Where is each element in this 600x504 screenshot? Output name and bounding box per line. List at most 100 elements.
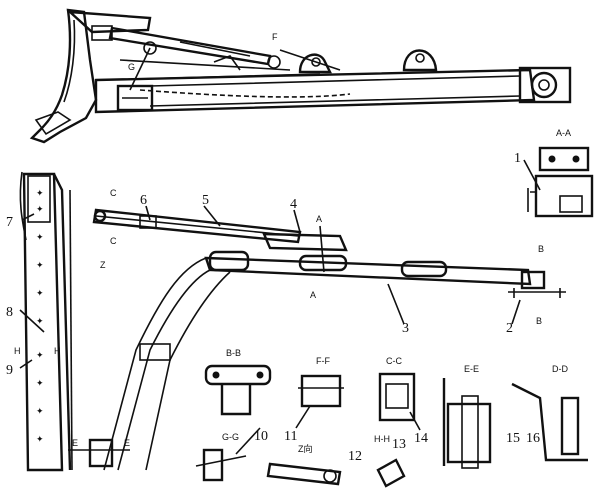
leader-2 — [511, 299, 521, 325]
ee-block — [446, 402, 492, 464]
pin-f — [267, 55, 281, 69]
cc-inner — [385, 383, 409, 409]
brace-cross — [139, 343, 171, 361]
callout-15: 15 — [506, 431, 520, 446]
main-lower-view: ✦ ✦ ✦ ✦ ✦ ✦ ✦ ✦ ✦ ✦ A A — [14, 171, 566, 472]
cylinder-gland — [139, 215, 157, 229]
leader-3 — [387, 283, 405, 325]
label-top-g: G — [128, 62, 135, 72]
label-top-f: F — [272, 32, 278, 42]
blade-cutting-edge — [34, 111, 72, 136]
dd-corner — [511, 382, 588, 462]
rivet: ✦ — [36, 316, 44, 326]
section-aa: A-A — [523, 128, 594, 218]
trunnion-ball — [530, 71, 558, 99]
section-gg: G-G — [195, 432, 247, 482]
gg-pin — [195, 455, 247, 467]
label-zview: Z向 — [298, 443, 313, 454]
label-cc: C-C — [386, 356, 402, 366]
leader-11 — [295, 405, 311, 429]
aa-upper-block — [538, 146, 590, 172]
callout-14: 14 — [414, 431, 428, 446]
cut-c1: C — [110, 188, 117, 198]
cut-z: Z — [100, 260, 106, 270]
callout-10: 10 — [254, 429, 268, 444]
cylinder-eye-c — [93, 209, 107, 223]
bracket-b — [520, 270, 546, 290]
blade — [29, 8, 98, 144]
cc-block — [378, 372, 416, 422]
cut-b2: B — [536, 316, 542, 326]
section-bb: B-B — [204, 348, 272, 416]
push-beam-arc-inner — [145, 271, 231, 471]
section-ff: F-F — [298, 356, 344, 408]
lug-2 — [402, 49, 438, 72]
rivet: ✦ — [36, 288, 44, 298]
cylinder-rod — [179, 41, 251, 57]
trunnion-center — [538, 79, 550, 91]
label-gg: G-G — [222, 432, 239, 442]
rivet: ✦ — [36, 406, 44, 416]
mount-block — [116, 84, 154, 112]
pin-g — [143, 41, 157, 55]
cut-a2: A — [310, 290, 316, 300]
callout-3: 3 — [402, 321, 409, 336]
aa-inner-bore — [559, 195, 583, 213]
blade-frame-cap — [27, 175, 51, 223]
blade-frame-column — [22, 172, 64, 472]
cut-a1: A — [316, 214, 322, 224]
push-arm-inner — [149, 75, 521, 107]
cut-e1: E — [72, 438, 78, 448]
push-arm — [94, 68, 536, 114]
push-beam-top — [204, 256, 532, 286]
z-part — [266, 462, 342, 486]
linkage — [213, 49, 341, 71]
z-eye — [323, 469, 337, 483]
leader-7 — [21, 213, 35, 221]
beam-slot-1 — [208, 250, 250, 272]
rivet: ✦ — [36, 378, 44, 388]
leader-9 — [19, 359, 33, 369]
lug-1-hole — [311, 57, 321, 67]
leader-10 — [235, 427, 261, 455]
callout-7: 7 — [6, 215, 13, 230]
label-hh: H-H — [374, 434, 390, 444]
callout-group: 1 2 3 4 5 6 7 8 9 10 11 12 13 14 15 16 — [6, 151, 540, 464]
aa-lower-block — [534, 174, 594, 218]
leader-5 — [203, 205, 221, 227]
label-dd: D-D — [552, 364, 568, 374]
cut-b1: B — [538, 244, 544, 254]
section-ee: E-E — [442, 364, 492, 469]
callout-6: 6 — [140, 193, 147, 208]
cylinder-centerline — [95, 215, 299, 237]
rivet: ✦ — [36, 434, 44, 444]
bracket-b-flange — [508, 288, 566, 298]
ff-block — [300, 374, 342, 408]
view-z: Z向 — [266, 443, 342, 486]
base-block-e — [88, 438, 114, 468]
cut-h1: H — [14, 346, 21, 356]
leader-6 — [145, 205, 151, 221]
cut-e2: E — [124, 438, 130, 448]
label-ee: E-E — [464, 364, 479, 374]
blade-frame-curve — [19, 171, 27, 241]
callout-12: 12 — [348, 449, 362, 464]
frame-rail — [69, 189, 73, 471]
label-aa: A-A — [556, 128, 571, 138]
callout-11: 11 — [284, 429, 297, 444]
trunnion-housing — [518, 66, 572, 104]
push-beam-arc-edge — [103, 257, 207, 471]
section-dd: D-D — [511, 364, 588, 462]
rivet: ✦ — [36, 232, 44, 242]
rivet: ✦ — [36, 260, 44, 270]
gg-block — [202, 448, 224, 482]
push-beam-arc-outer — [117, 269, 211, 471]
rivet: ✦ — [36, 204, 44, 214]
rivet: ✦ — [36, 188, 44, 198]
callout-4: 4 — [290, 197, 297, 212]
leader-lines — [19, 205, 521, 455]
beam-slot-3 — [400, 260, 448, 278]
leader-8 — [19, 309, 45, 333]
leader-1 — [523, 159, 541, 191]
